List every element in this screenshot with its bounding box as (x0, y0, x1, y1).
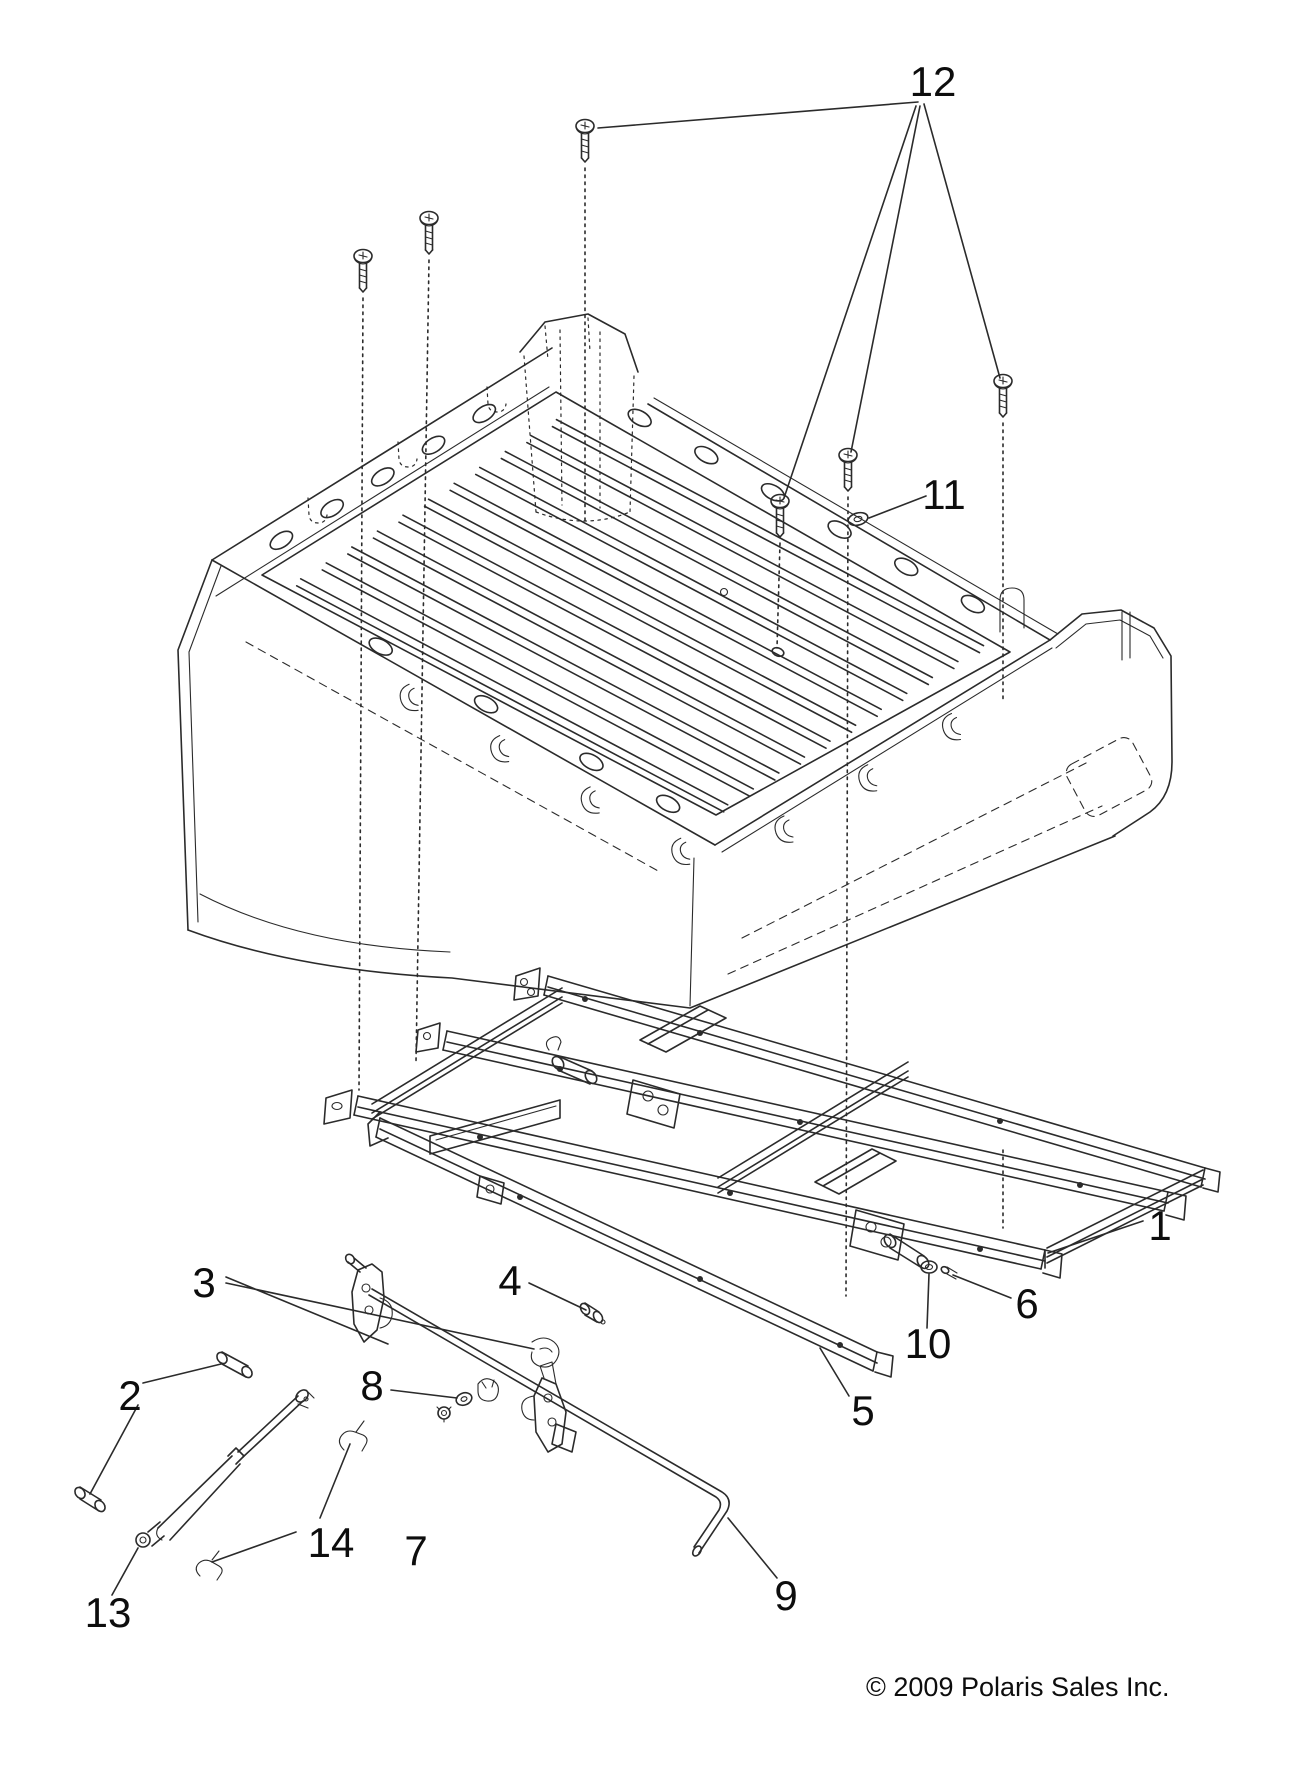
callout-4: 4 (498, 1257, 521, 1304)
callout-5: 5 (851, 1387, 874, 1434)
frame-pivot-pin (545, 1036, 598, 1085)
pivot-pin-10 (883, 1233, 938, 1274)
clevis-pin-upper (216, 1351, 253, 1379)
box-rim-inner (261, 391, 1011, 816)
screw-6 (940, 1265, 958, 1280)
callout-7: 7 (404, 1527, 427, 1574)
callout-1: 1 (1148, 1202, 1171, 1249)
frame-crossmembers (371, 987, 1204, 1264)
washer-8 (455, 1391, 473, 1407)
callout-6: 6 (1015, 1280, 1038, 1327)
box-left-face (177, 559, 213, 931)
callout-2: 2 (118, 1372, 141, 1419)
latch-linkage-drawing (74, 511, 869, 1581)
nut (436, 1406, 452, 1423)
latch-hook (530, 1337, 560, 1368)
callout-11: 11 (922, 471, 966, 518)
gas-shock (135, 1389, 315, 1548)
callout-9: 9 (774, 1572, 797, 1619)
callout-3: 3 (192, 1259, 215, 1306)
rod-clamp (477, 1378, 499, 1402)
box-tailgate-end (999, 587, 1173, 837)
mounting-screws (353, 118, 1013, 538)
box-tiedown-cleats (399, 683, 962, 866)
frame-rails (353, 975, 1206, 1372)
callout-labels: 12 11 1 6 10 5 3 4 2 8 13 14 7 9 (85, 58, 1172, 1636)
clevis-pin-lower (74, 1486, 106, 1513)
washer-11 (847, 511, 869, 527)
callout-8: 8 (360, 1362, 383, 1409)
bumper-pin (579, 1302, 606, 1325)
pivot-rod (368, 1288, 730, 1557)
box-rim-front-edge (211, 347, 553, 561)
box-floor-ribs (295, 418, 985, 813)
callout-13: 13 (85, 1589, 132, 1636)
projection-lines (358, 167, 1004, 1297)
box-bottom-edge (187, 835, 1116, 1009)
latch-bracket-right (521, 1361, 577, 1453)
box-mounting-frame-drawing (323, 967, 1221, 1378)
cargo-box-drawing (177, 313, 1173, 1009)
retainer-clip-lower (195, 1550, 223, 1581)
callout-10: 10 (905, 1320, 952, 1367)
leader-lines (89, 101, 1144, 1596)
latch-bracket-left (344, 1253, 393, 1343)
retainer-clip-upper (338, 1420, 368, 1452)
callout-14: 14 (308, 1519, 355, 1566)
box-rim-near-edge (211, 559, 716, 846)
box-rim-holes (269, 403, 986, 814)
copyright-text: © 2009 Polaris Sales Inc. (866, 1672, 1170, 1702)
box-front-panel (519, 313, 639, 522)
callout-12: 12 (910, 58, 957, 105)
